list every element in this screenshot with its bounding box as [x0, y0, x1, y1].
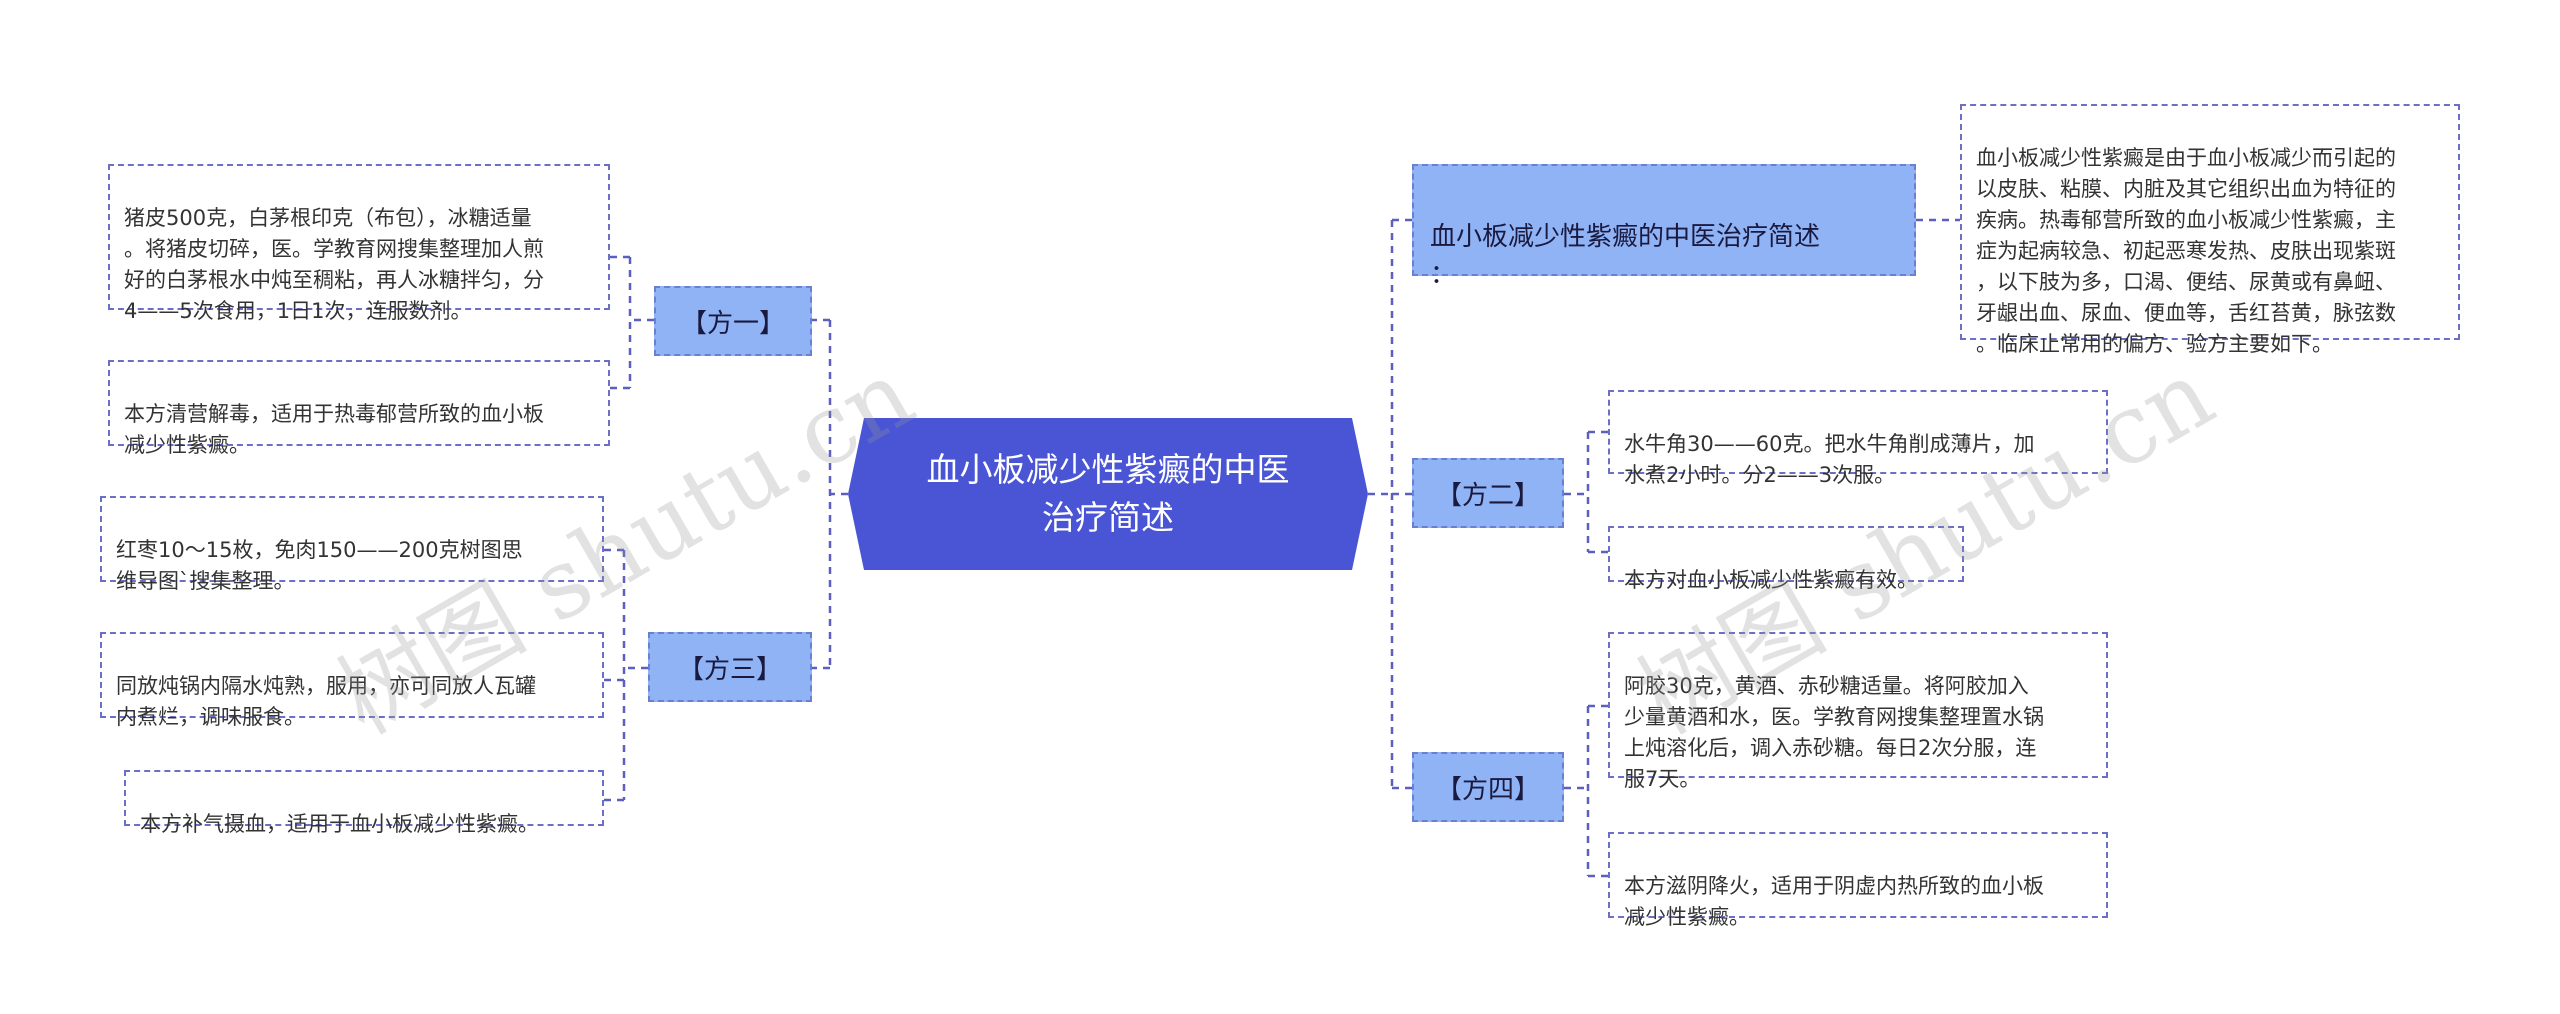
- fang4-effect-text: 本方滋阴降火，适用于阴虚内热所致的血小板 减少性紫癜。: [1624, 874, 2044, 929]
- branch-fang1[interactable]: 【方一】: [654, 286, 812, 356]
- fang3-effect-leaf[interactable]: 本方补气摄血，适用于血小板减少性紫癜。: [124, 770, 604, 836]
- fang4-effect-leaf[interactable]: 本方滋阴降火，适用于阴虚内热所致的血小板 减少性紫癜。: [1608, 832, 2108, 929]
- topic-detail-leaf[interactable]: 血小板减少性紫癜是由于血小板减少而引起的 以皮肤、粘膜、内脏及其它组织出血为特征…: [1960, 104, 2460, 356]
- root-topic[interactable]: 血小板减少性紫癜的中医 治疗简述: [848, 418, 1368, 570]
- fang3-method-leaf[interactable]: 同放炖锅内隔水炖熟，服用，亦可同放人瓦罐 内煮烂，调味服食。: [100, 632, 604, 729]
- branch-fang4-label: 【方四】: [1435, 774, 1540, 805]
- fang3-recipe-leaf[interactable]: 红枣10～15枚，免肉150——200克树图思 维导图`搜集整理。: [100, 496, 604, 593]
- fang2-recipe-text: 水牛角30——60克。把水牛角削成薄片，加 水煮2小时。分2——3次服。: [1624, 432, 2035, 487]
- fang2-recipe-leaf[interactable]: 水牛角30——60克。把水牛角削成薄片，加 水煮2小时。分2——3次服。: [1608, 390, 2108, 487]
- root-hexagon-shape: [848, 418, 1368, 570]
- fang3-method-text: 同放炖锅内隔水炖熟，服用，亦可同放人瓦罐 内煮烂，调味服食。: [116, 674, 536, 729]
- topic-summary-node[interactable]: 血小板减少性紫癜的中医治疗简述 ：: [1412, 164, 1916, 290]
- fang2-effect-text: 本方对血小板减少性紫癜有效。: [1624, 568, 1918, 592]
- fang4-recipe-leaf[interactable]: 阿胶30克，黄酒、赤砂糖适量。将阿胶加入 少量黄酒和水，医。学教育网搜集整理置水…: [1608, 632, 2108, 791]
- branch-fang2-label: 【方二】: [1435, 480, 1540, 511]
- branch-fang2[interactable]: 【方二】: [1412, 458, 1564, 528]
- fang3-effect-text: 本方补气摄血，适用于血小板减少性紫癜。: [140, 812, 539, 836]
- fang1-recipe-text: 猪皮500克，白茅根印克（布包），冰糖适量 。将猪皮切碎，医。学教育网搜集整理加…: [124, 206, 544, 323]
- fang4-recipe-text: 阿胶30克，黄酒、赤砂糖适量。将阿胶加入 少量黄酒和水，医。学教育网搜集整理置水…: [1624, 674, 2044, 791]
- topic-detail-text: 血小板减少性紫癜是由于血小板减少而引起的 以皮肤、粘膜、内脏及其它组织出血为特征…: [1976, 146, 2396, 356]
- branch-fang3[interactable]: 【方三】: [648, 632, 812, 702]
- branch-fang1-label: 【方一】: [680, 308, 785, 339]
- fang1-effect-text: 本方清营解毒，适用于热毒郁营所致的血小板 减少性紫癜。: [124, 402, 544, 457]
- root-topic-label: 血小板减少性紫癜的中医 治疗简述: [926, 450, 1290, 537]
- branch-fang3-label: 【方三】: [677, 654, 782, 685]
- fang1-effect-leaf[interactable]: 本方清营解毒，适用于热毒郁营所致的血小板 减少性紫癜。: [108, 360, 610, 457]
- branch-fang4[interactable]: 【方四】: [1412, 752, 1564, 822]
- topic-summary-label: 血小板减少性紫癜的中医治疗简述 ：: [1430, 222, 1821, 290]
- fang2-effect-leaf[interactable]: 本方对血小板减少性紫癜有效。: [1608, 526, 1964, 592]
- fang1-recipe-leaf[interactable]: 猪皮500克，白茅根印克（布包），冰糖适量 。将猪皮切碎，医。学教育网搜集整理加…: [108, 164, 610, 323]
- fang3-recipe-text: 红枣10～15枚，免肉150——200克树图思 维导图`搜集整理。: [116, 538, 523, 593]
